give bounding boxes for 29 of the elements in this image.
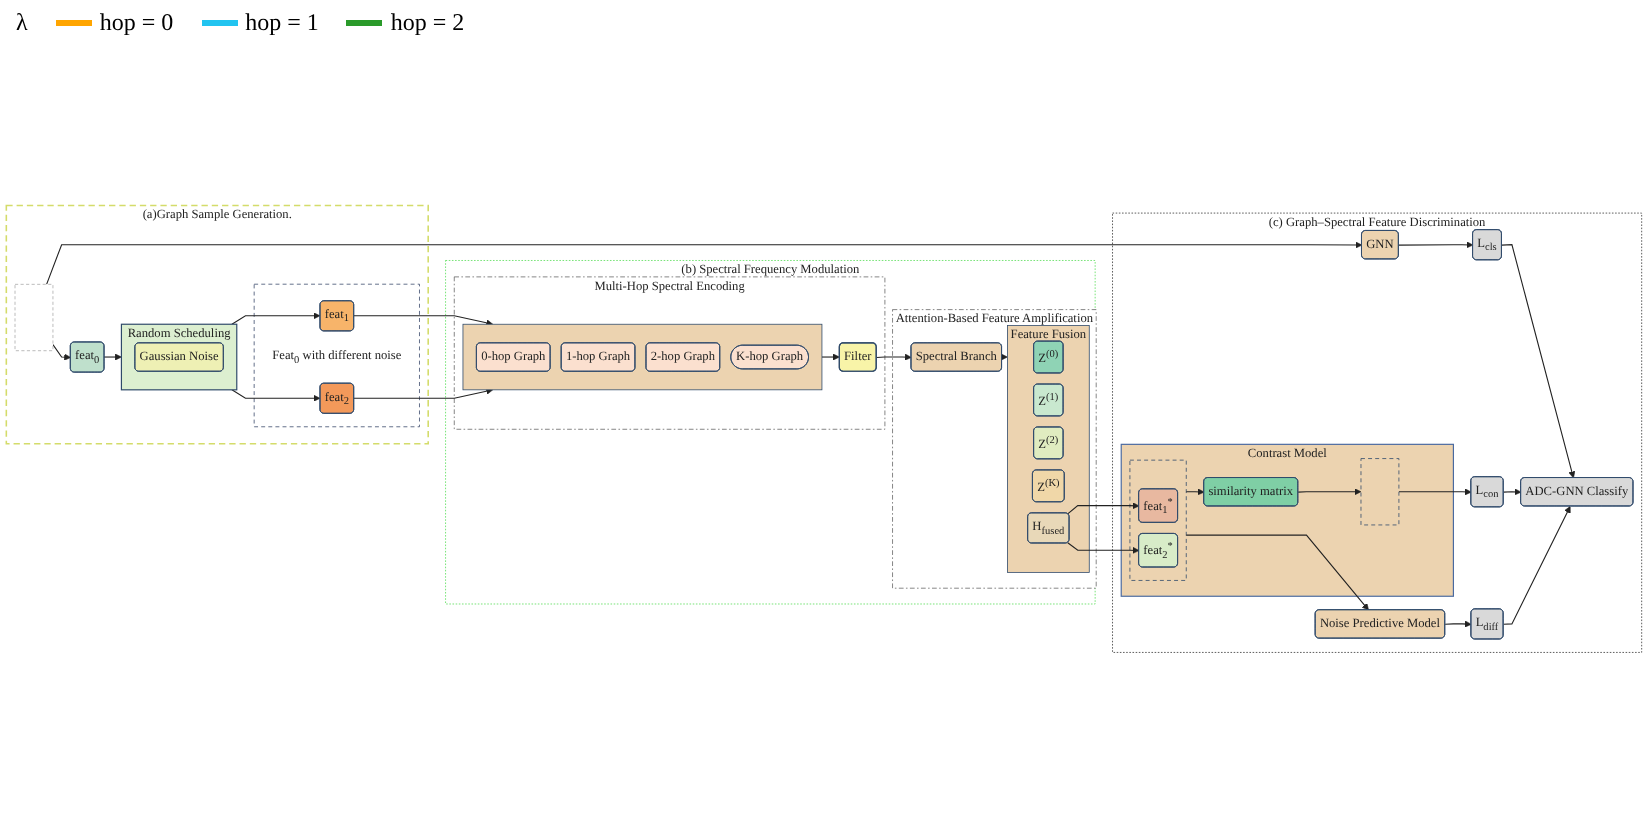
legend-label: hop = 0 bbox=[99, 7, 174, 35]
arrow bbox=[1501, 244, 1576, 479]
arrow bbox=[231, 312, 321, 325]
node-box bbox=[14, 283, 54, 352]
arrow bbox=[52, 344, 72, 361]
legend-label: hop = 1 bbox=[245, 7, 319, 35]
arrow bbox=[46, 241, 1363, 285]
arrow bbox=[1502, 506, 1571, 625]
arrow bbox=[1067, 542, 1140, 554]
arrow bbox=[1398, 241, 1474, 249]
arrow bbox=[1185, 488, 1205, 496]
arrow bbox=[1067, 502, 1140, 515]
cluster bbox=[462, 323, 823, 391]
arrow bbox=[1185, 534, 1369, 611]
arrow bbox=[353, 387, 494, 399]
arrow bbox=[1503, 488, 1522, 496]
arrow bbox=[103, 353, 122, 361]
arrow bbox=[1398, 488, 1472, 496]
arrow bbox=[1000, 353, 1008, 361]
arrow bbox=[821, 353, 840, 361]
arrow bbox=[231, 389, 321, 402]
arrow bbox=[876, 353, 912, 361]
arrow bbox=[1444, 620, 1472, 628]
arrow bbox=[1297, 488, 1362, 496]
axis-label: λ bbox=[16, 7, 28, 37]
legend-label: hop = 2 bbox=[390, 7, 465, 35]
cluster bbox=[1129, 459, 1187, 581]
node-box bbox=[1360, 458, 1400, 526]
arrow bbox=[353, 315, 494, 327]
